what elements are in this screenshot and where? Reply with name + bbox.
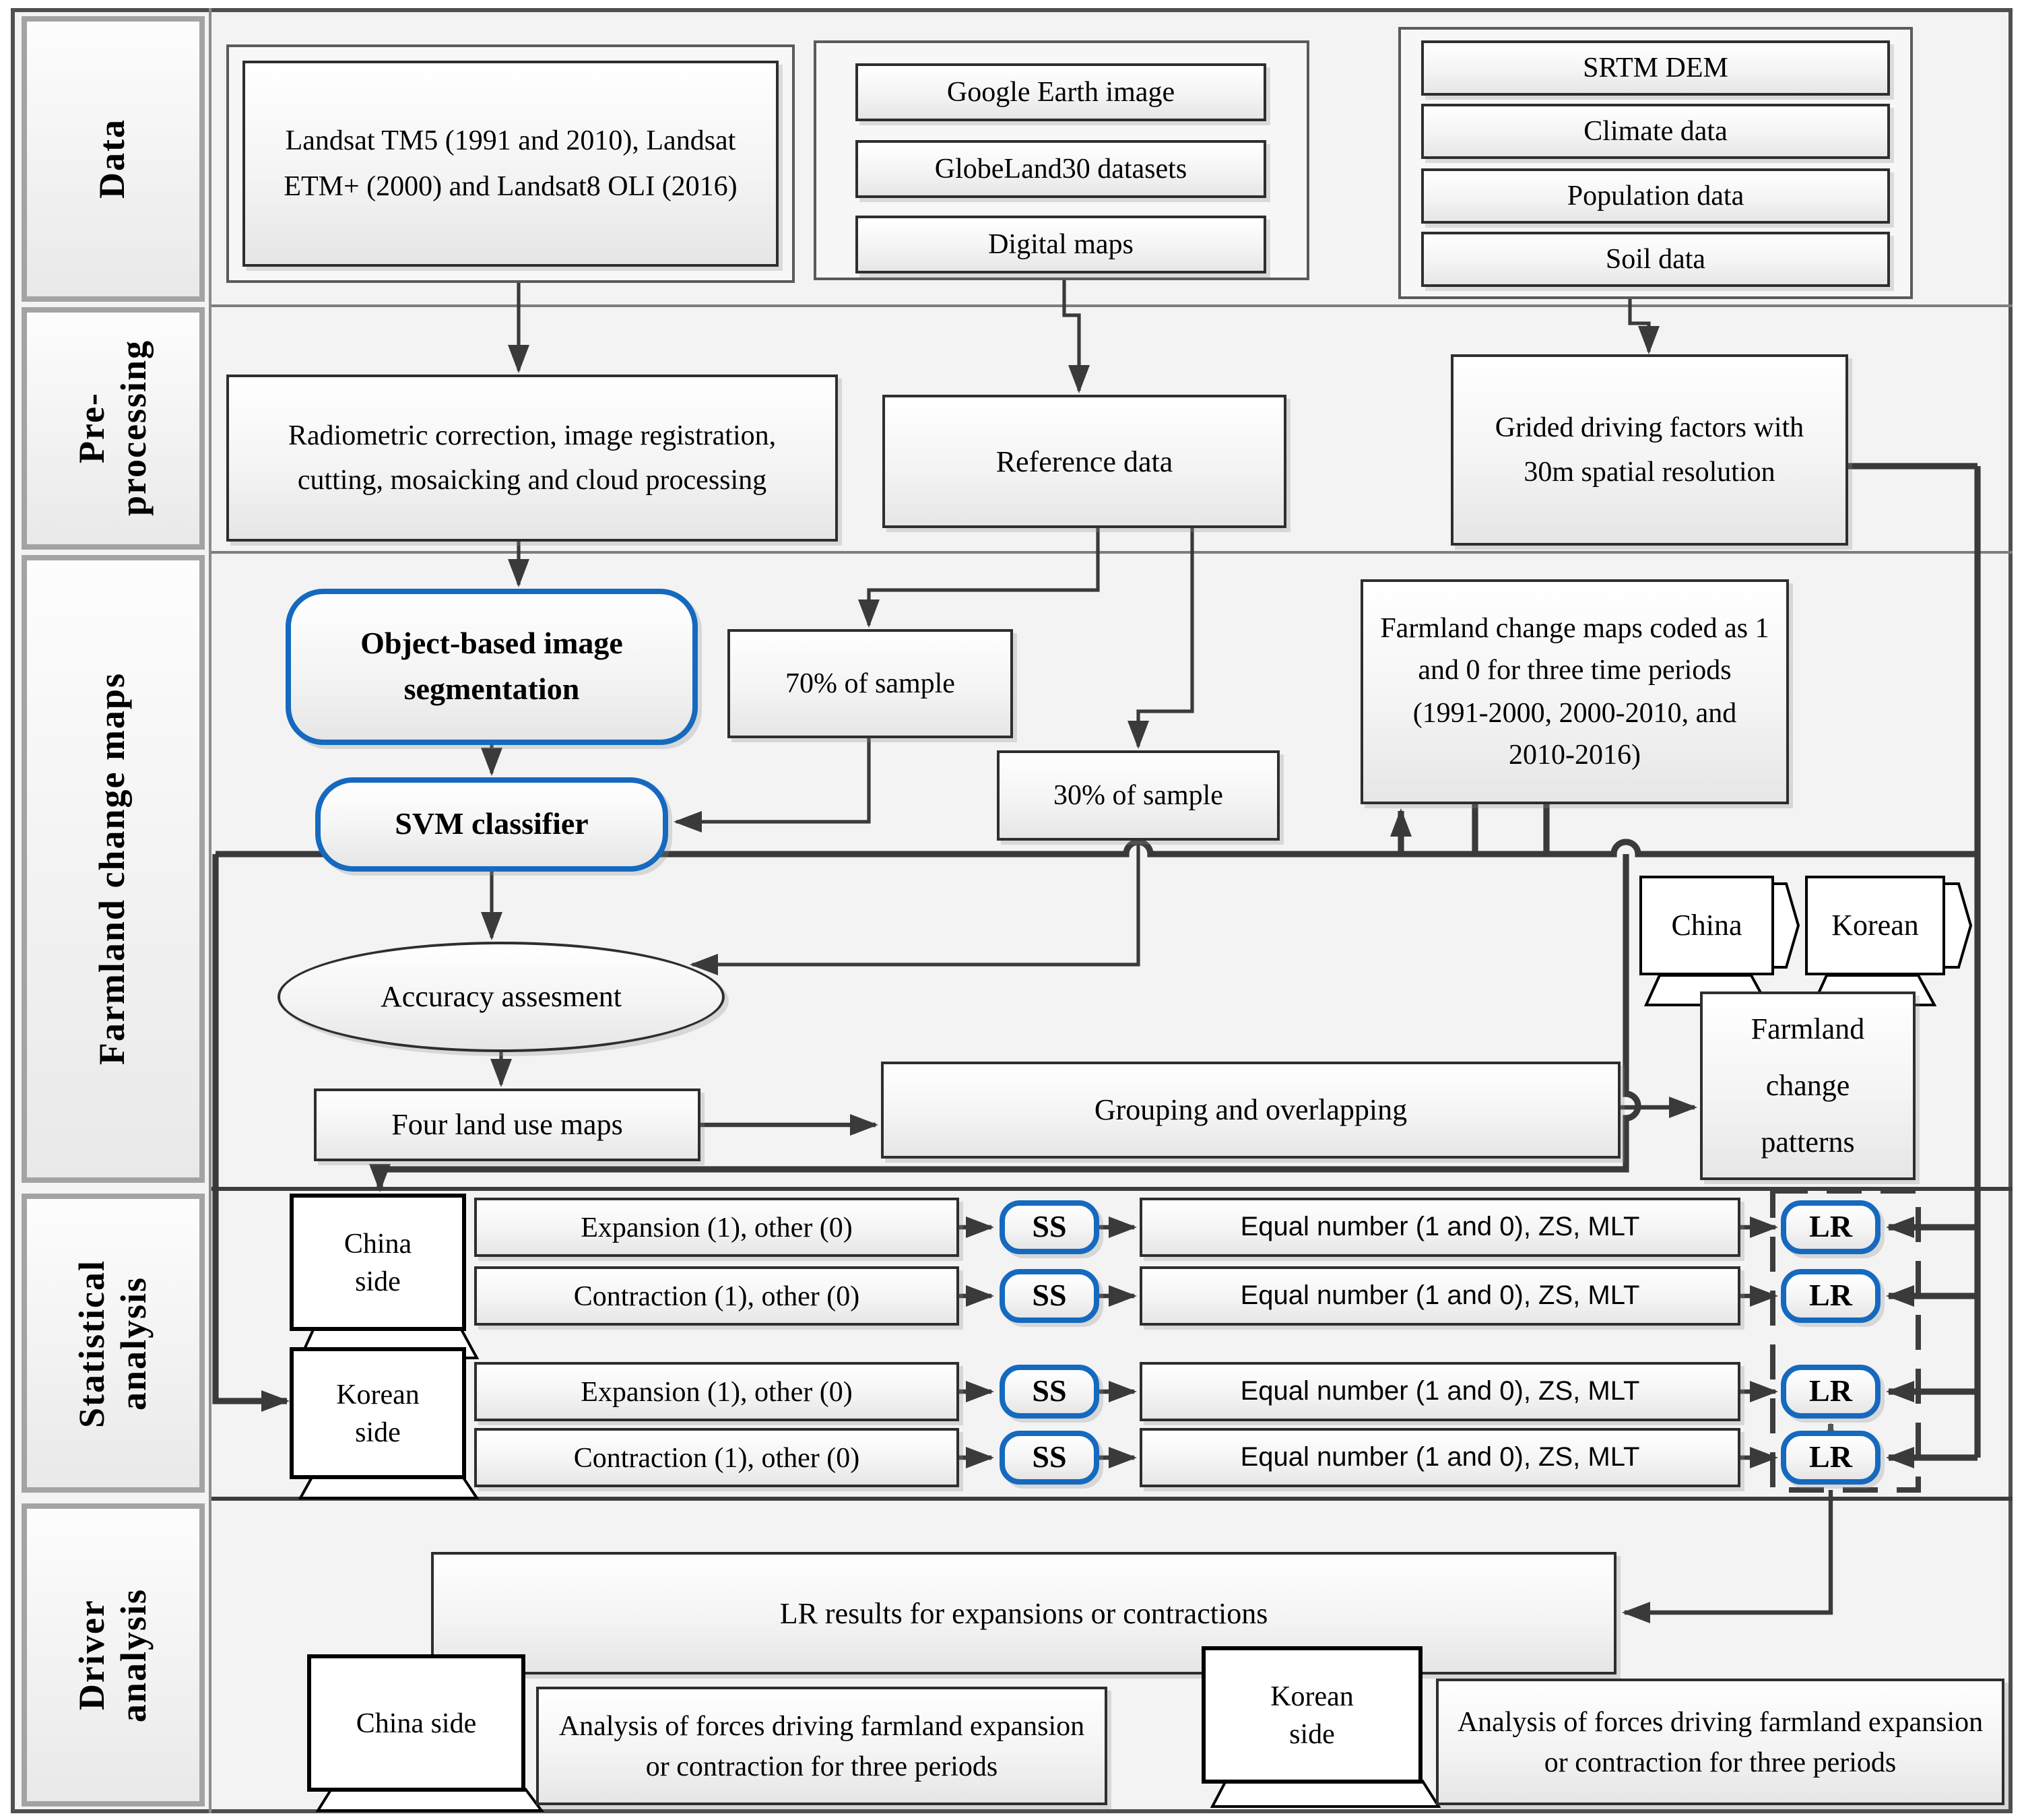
korean-banner-tag: Korean [1805, 876, 1945, 975]
band-box-statistical: Statistical analysis [22, 1194, 205, 1493]
source-soil: Soil data [1421, 232, 1890, 287]
korean-side-tag: Korean side [290, 1347, 466, 1479]
label-column-divider [209, 8, 211, 1813]
driver-analysis-korean-box: Analysis of forces driving farmland expa… [1436, 1679, 2004, 1805]
driver-korean-stack [1210, 1780, 1441, 1808]
lr-group-dashed-box [1770, 1188, 1921, 1493]
svm-classifier-node: SVM classifier [315, 777, 668, 872]
china-side-label: China side [344, 1227, 412, 1297]
band-separator [211, 551, 2013, 554]
band-separator [211, 1187, 2013, 1191]
equal-number-box: Equal number (1 and 0), ZS, MLT [1140, 1198, 1740, 1257]
four-land-use-maps-box: Four land use maps [314, 1088, 700, 1161]
grided-factors-box: Grided driving factors with 30m spatial … [1451, 354, 1848, 546]
ss-node: SS [1000, 1200, 1099, 1254]
reference-data-box: Reference data [882, 395, 1286, 528]
lr-node: LR [1781, 1200, 1881, 1254]
ss-node: SS [1000, 1365, 1099, 1419]
equal-number-box: Equal number (1 and 0), ZS, MLT [1140, 1428, 1740, 1487]
driver-korean-side-label: Korean side [1270, 1679, 1354, 1750]
sample-30-box: 30% of sample [997, 750, 1280, 841]
driver-analysis-china-box: Analysis of forces driving farmland expa… [536, 1687, 1107, 1805]
band-box-change-maps: Farmland change maps [22, 555, 205, 1183]
driver-korean-side-tag: Korean side [1202, 1646, 1423, 1784]
source-srtm-dem: SRTM DEM [1421, 40, 1890, 96]
coded-maps-box: Farmland change maps coded as 1 and 0 fo… [1361, 579, 1789, 804]
china-side-tag: China side [290, 1194, 466, 1331]
source-population: Population data [1421, 168, 1890, 224]
radiometric-box: Radiometric correction, image registrati… [226, 375, 838, 542]
stat-row-label: Contraction (1), other (0) [474, 1266, 959, 1326]
arrow-lrgroup-to-results [1622, 1490, 1833, 1623]
band-separator [211, 1497, 2013, 1501]
stat-row-label: Contraction (1), other (0) [474, 1428, 959, 1487]
arrow-reference-to-70 [858, 528, 1100, 628]
arrow-refsources-to-reference [1062, 280, 1090, 393]
source-google-earth: Google Earth image [855, 63, 1266, 121]
arrow-30-to-accuracy [690, 841, 1140, 975]
lr-results-box: LR results for expansions or contraction… [431, 1552, 1616, 1675]
equal-number-box: Equal number (1 and 0), ZS, MLT [1140, 1266, 1740, 1326]
ss-node: SS [1000, 1269, 1099, 1323]
segmentation-node: Object-based image segmentation [286, 589, 698, 745]
bus-horizontal [216, 839, 1978, 857]
lr-node: LR [1781, 1431, 1881, 1485]
ss-node: SS [1000, 1431, 1099, 1485]
stat-row-label: Expansion (1), other (0) [474, 1362, 959, 1421]
stat-row-label: Expansion (1), other (0) [474, 1198, 959, 1257]
band-box-preprocessing: Pre- processing [22, 307, 205, 550]
source-globeland30: GlobeLand30 datasets [855, 140, 1266, 198]
source-climate: Climate data [1421, 104, 1890, 159]
china-banner-tag: China [1639, 876, 1774, 975]
band-box-data: Data [22, 16, 205, 302]
arrow-70-to-svm [674, 738, 871, 833]
change-patterns-box: Farmland change patterns [1700, 992, 1916, 1180]
korean-side-label: Korean side [336, 1377, 420, 1448]
grouping-overlapping-box: Grouping and overlapping [881, 1062, 1621, 1159]
driver-china-side-tag: China side [307, 1654, 525, 1792]
band-box-driver: Driver analysis [22, 1503, 205, 1807]
driver-china-stack [315, 1788, 544, 1812]
arrow-driversources-to-grided [1628, 299, 1660, 354]
equal-number-box: Equal number (1 and 0), ZS, MLT [1140, 1362, 1740, 1421]
sample-70-box: 70% of sample [727, 629, 1013, 738]
source-digital-maps: Digital maps [855, 216, 1266, 273]
accuracy-assessment-ellipse: Accuracy assesment [277, 942, 725, 1052]
landsat-box: Landsat TM5 (1991 and 2010), Landsat ETM… [242, 61, 779, 267]
band-separator [211, 304, 2013, 307]
bus-left-to-korean-side [212, 854, 290, 1412]
lr-node: LR [1781, 1269, 1881, 1323]
lr-node: LR [1781, 1365, 1881, 1419]
bus-to-china-side [369, 854, 1641, 1192]
change-patterns-label: Farmland change patterns [1751, 1012, 1865, 1159]
arrow-reference-to-30 [1128, 528, 1194, 749]
